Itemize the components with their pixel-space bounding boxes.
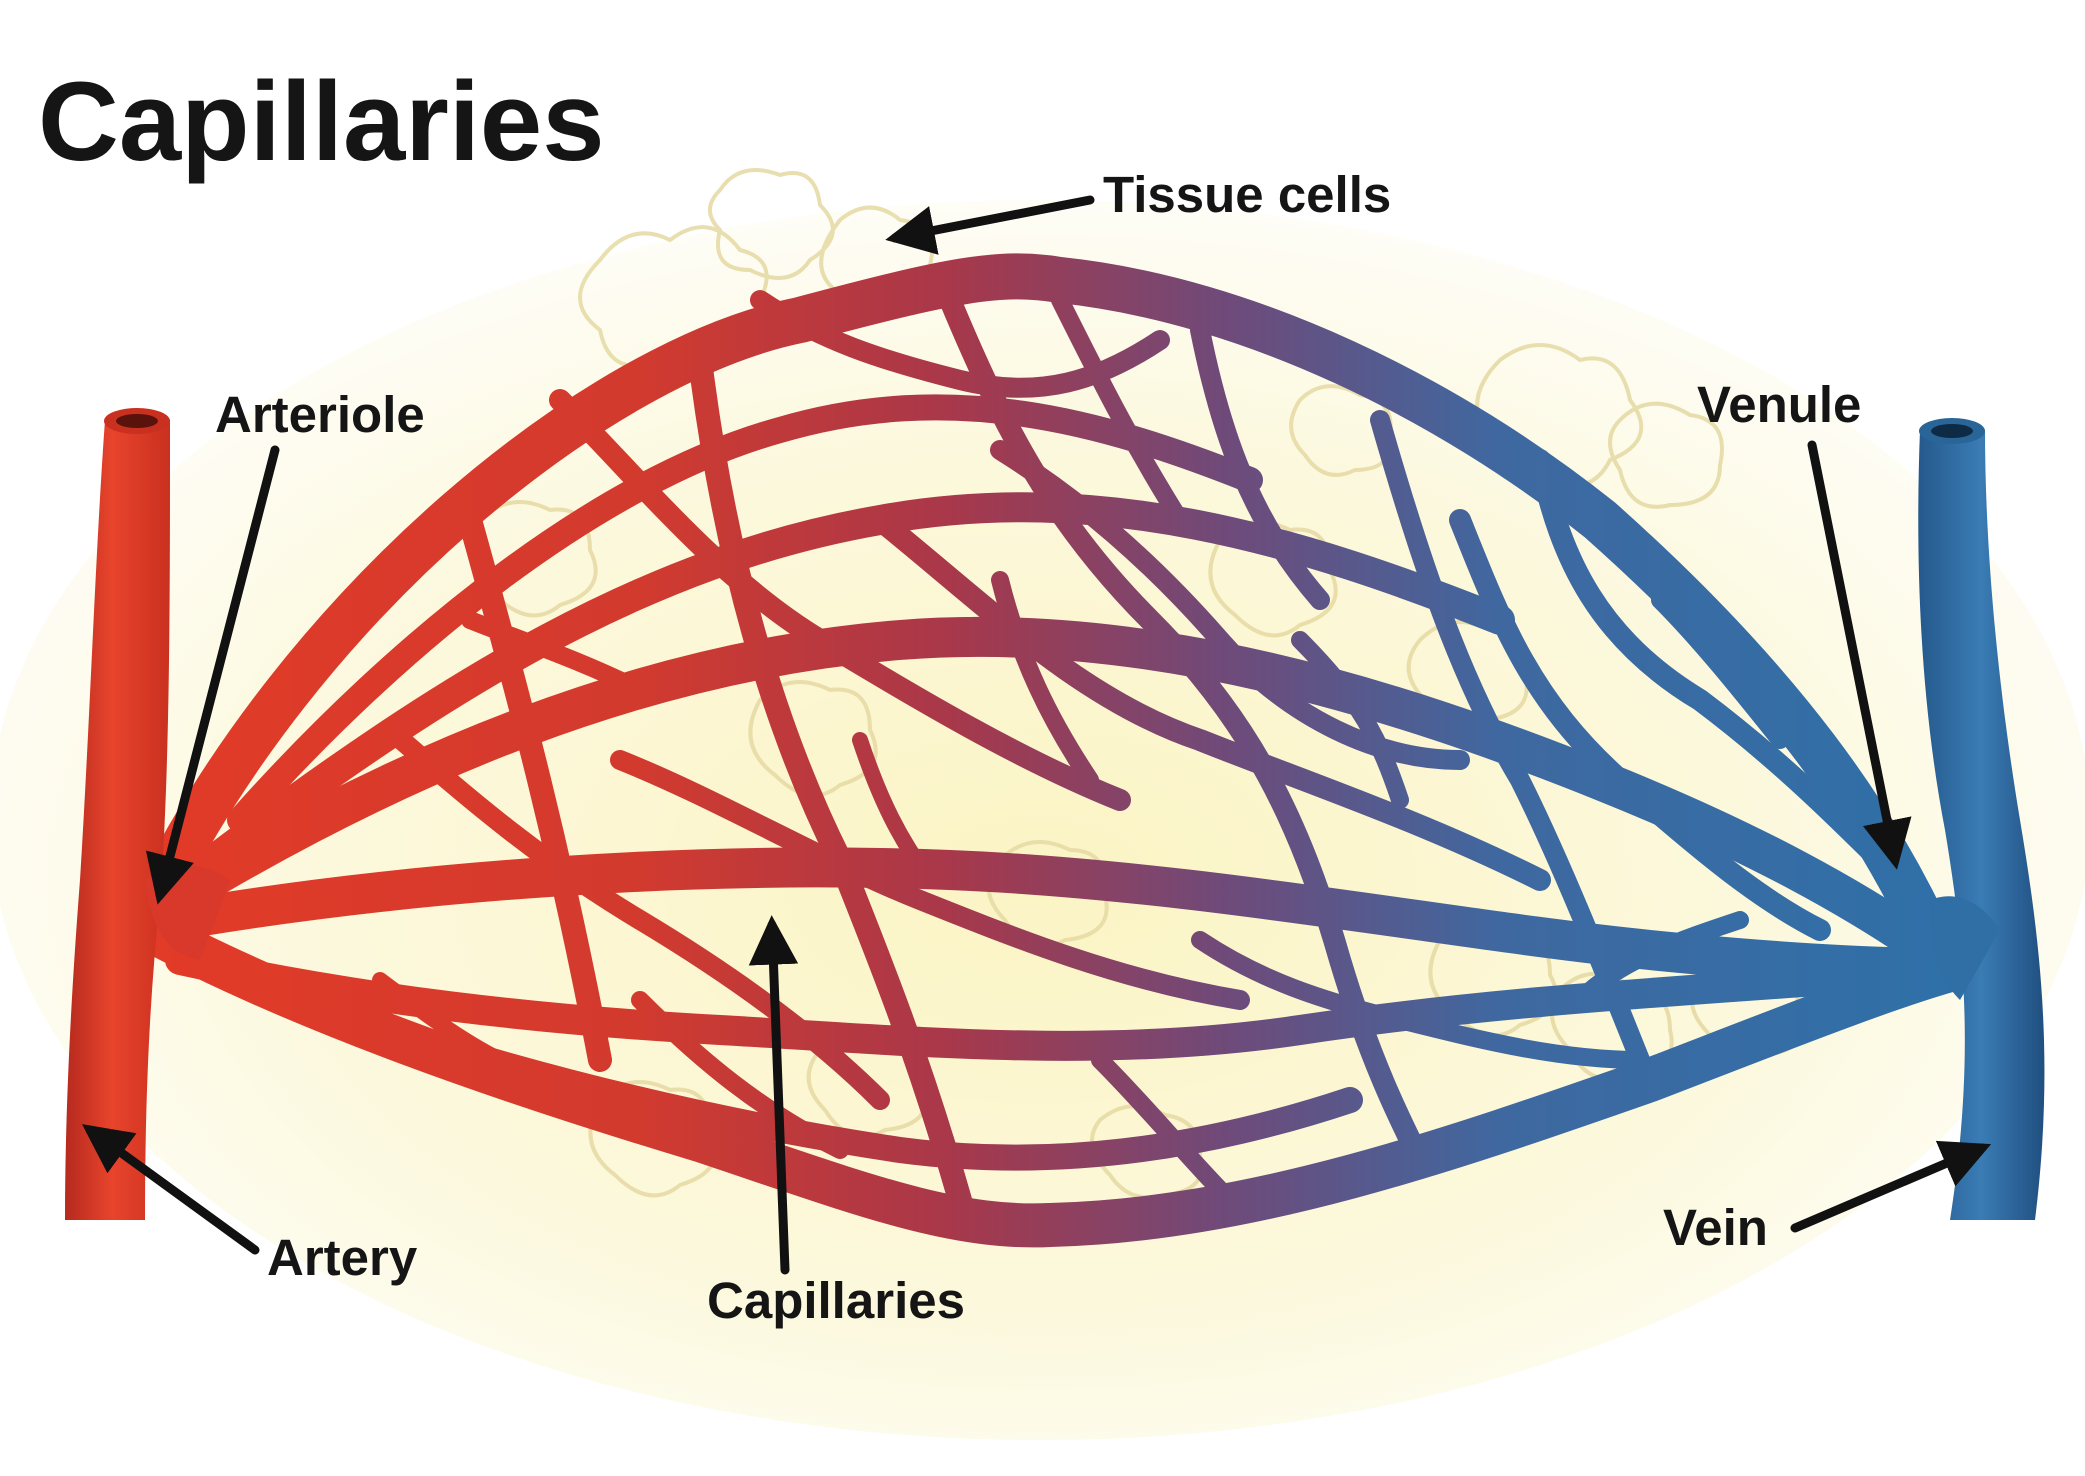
diagram-title: Capillaries bbox=[38, 59, 605, 184]
label-arteriole: Arteriole bbox=[215, 386, 425, 443]
label-vein: Vein bbox=[1663, 1199, 1768, 1256]
label-venule: Venule bbox=[1697, 376, 1861, 433]
vein bbox=[1918, 418, 2045, 1220]
label-artery: Artery bbox=[267, 1229, 418, 1286]
arrow-tissue-cells bbox=[885, 195, 1095, 255]
arrow-artery bbox=[81, 1124, 260, 1255]
arrow-vein bbox=[1790, 1140, 1992, 1233]
capillary-network bbox=[127, 253, 1972, 1248]
arrow-arteriole bbox=[145, 445, 280, 905]
label-capillaries: Capillaries bbox=[707, 1272, 965, 1329]
arrow-venule bbox=[1807, 440, 1912, 870]
label-tissue-cells: Tissue cells bbox=[1103, 166, 1391, 223]
arrow-capillaries bbox=[748, 915, 799, 1275]
